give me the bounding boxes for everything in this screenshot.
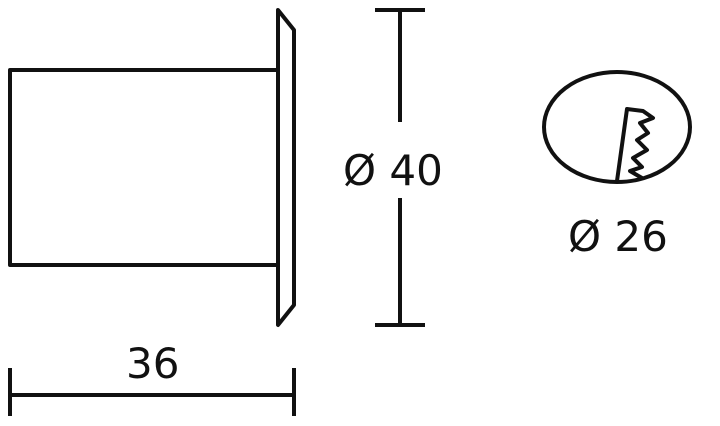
diameter-40-dimension-line [375, 8, 425, 327]
key-serration [615, 107, 655, 182]
cylinder-body [8, 68, 280, 267]
key-diameter-label: Ø 26 [568, 212, 668, 261]
flange-plate [276, 8, 296, 327]
key-profile-ellipse [542, 70, 692, 184]
length-36-dimension-line [8, 368, 296, 416]
flange-diameter-label: Ø 40 [343, 146, 443, 195]
length-label: 36 [126, 339, 180, 388]
